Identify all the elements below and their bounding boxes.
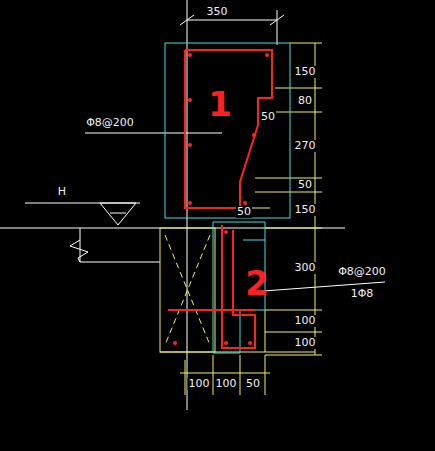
dimension: 150 [294, 204, 317, 216]
rebar-callout: Φ8@200 [85, 117, 135, 129]
dimension: 50 [297, 179, 313, 191]
rebar-callout: 1Φ8 [350, 288, 375, 300]
dimension: 50 [245, 378, 261, 390]
dimension: 270 [294, 140, 317, 152]
dimension: 80 [297, 95, 313, 107]
part-number: 1 [207, 86, 233, 123]
rebar-callout: Φ8@200 [337, 266, 387, 278]
water-level-label: H [57, 186, 67, 198]
dimension: 100 [215, 378, 238, 390]
dimension: 100 [294, 337, 317, 349]
dimension: 150 [294, 66, 317, 78]
dimension: 300 [294, 262, 317, 274]
dimension: 50 [236, 206, 252, 218]
part-number: 2 [244, 265, 270, 302]
dimension: 100 [294, 315, 317, 327]
dimension: 100 [188, 378, 211, 390]
dimension: 350 [206, 6, 229, 18]
dimension: 50 [260, 111, 276, 123]
